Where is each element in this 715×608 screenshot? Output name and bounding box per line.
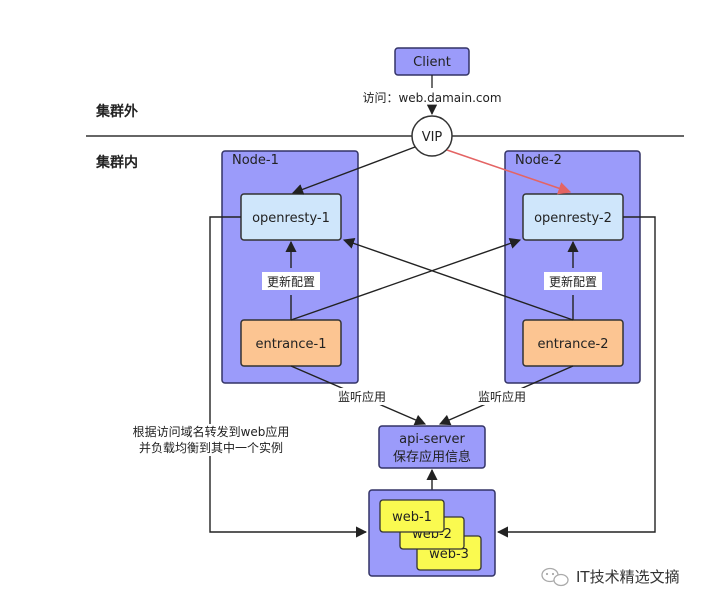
api-server-box: api-server 保存应用信息 [378,425,486,469]
vip-to-openresty-1-arrow [291,146,416,195]
api-server-label: api-server [399,432,465,447]
entrance-1-to-openresty-2-arrow [290,238,522,321]
zone-outside-label: 集群外 [95,103,138,120]
client-label: Client [413,55,451,70]
update-label-1-bg [262,272,320,290]
watch-label-left: 监听应用 [338,389,386,404]
entrance-2-box: entrance-2 [522,319,624,367]
wechat-icon [541,567,569,587]
openresty-1-route-arrow [209,216,368,538]
web-1-box: web-1 [379,499,445,533]
openresty-2-label: openresty-2 [534,211,612,226]
watermark: IT技术精选文摘 [541,567,680,587]
vip-label: VIP [422,130,443,145]
watch-label-left-bg [334,388,390,405]
watch-label-right-bg [474,388,530,405]
route-note-line2: 并负载均衡到其中一个实例 [139,440,283,455]
entrance-2-to-openresty-1-arrow [342,238,574,321]
zone-inside-label: 集群内 [95,154,138,171]
entrance-2-label: entrance-2 [538,337,609,352]
openresty-1-label: openresty-1 [252,211,330,226]
route-note-line1: 根据访问域名转发到web应用 [133,424,290,439]
update-label-1: 更新配置 [267,274,315,289]
node-1-title: Node-1 [232,153,279,168]
watch-label-right: 监听应用 [478,389,526,404]
vip-to-openresty-2-arrow [446,149,572,195]
entrance-1-label: entrance-1 [256,337,327,352]
openresty-2-route-arrow [496,216,656,538]
openresty-2-box: openresty-2 [522,193,624,241]
web-3-label: web-3 [429,547,469,562]
client-node: Client [394,47,470,76]
web-1-label: web-1 [392,510,432,525]
node-2-title: Node-2 [515,153,562,168]
watermark-text: IT技术精选文摘 [576,568,680,586]
api-server-sublabel: 保存应用信息 [393,449,471,465]
openresty-1-box: openresty-1 [240,193,342,241]
route-note-bg [124,424,300,456]
update-label-2-bg [544,272,602,290]
vip-node: VIP [411,115,453,157]
update-label-2: 更新配置 [549,274,597,289]
access-label: 访问：web.damain.com [362,91,501,105]
entrance-1-box: entrance-1 [240,319,342,367]
